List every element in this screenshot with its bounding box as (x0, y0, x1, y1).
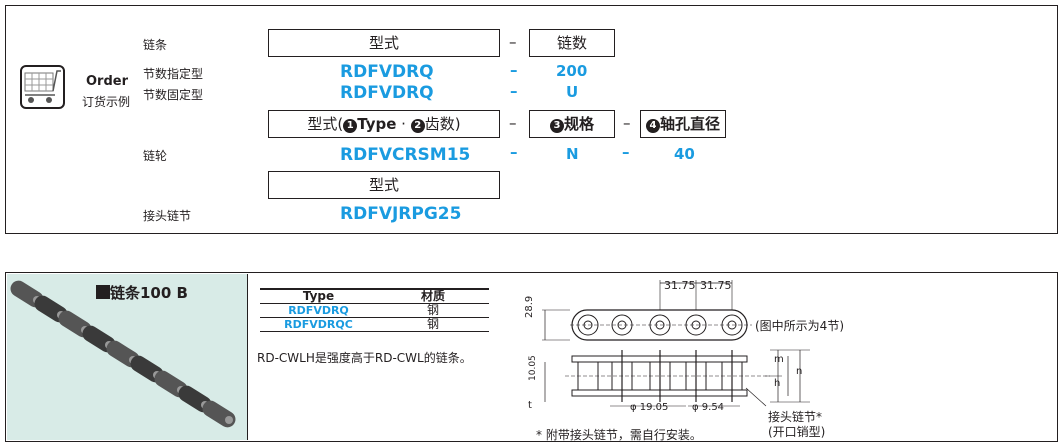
joint-link-label: 接头链节* (768, 410, 823, 424)
dim-pitch-2: 31.75 (700, 279, 732, 292)
dash: – (623, 114, 631, 132)
square-bullet-icon (96, 285, 110, 299)
dash: – (509, 33, 517, 51)
dash: – (510, 61, 518, 79)
code-link-fixed: RDFVDRQ (340, 83, 434, 103)
value-spec-n: N (566, 145, 579, 163)
strength-note: RD-CWLH是强度高于RD-CWL的链条。 (257, 351, 472, 365)
joint-link-type: (开口销型) (768, 425, 826, 439)
drawing-footnote: * 附带接头链节，需自行安装。 (536, 428, 702, 442)
circle-1-icon: 1 (343, 119, 358, 133)
table-row: RDFVDRQ 钢 (260, 303, 489, 318)
value-links-u: U (566, 83, 579, 101)
table-header-type: Type (260, 288, 377, 304)
dim-t: t (528, 400, 532, 411)
order-title-cn: 订货示例 (82, 95, 131, 109)
spec-title: 链条100 B (96, 282, 188, 303)
dash: – (509, 114, 517, 132)
row-label-chain: 链条 (143, 38, 168, 52)
code-link-specified: RDFVDRQ (340, 62, 434, 82)
circle-4-icon: 4 (645, 119, 660, 133)
frame-joint-type: 型式 (268, 171, 500, 199)
dim-width: 10.05 (528, 355, 538, 381)
frame-type: 型式 (268, 29, 500, 57)
material-table: Type 材质 RDFVDRQ 钢 RDFVDRQC 钢 (260, 288, 489, 332)
chain-photo (7, 274, 248, 440)
value-bore-40: 40 (674, 145, 695, 163)
row-label-joint-link: 接头链节 (143, 209, 192, 223)
dim-pitch-1: 31.75 (664, 279, 696, 292)
row-label-sprocket: 链轮 (143, 149, 168, 163)
dim-diameter-pin: φ 9.54 (692, 402, 725, 413)
dim-h: h (774, 378, 781, 389)
dash: – (510, 143, 518, 161)
chain-drawing: 31.75 31.75 28.9 10.05 t φ 19.05 φ 9.54 … (520, 278, 1050, 442)
dim-m: m (774, 354, 784, 365)
order-title-en: Order (86, 74, 128, 89)
dim-height: 28.9 (524, 295, 535, 318)
spec-panel (5, 272, 1058, 442)
shopping-cart-icon (20, 65, 65, 109)
dash: – (622, 143, 630, 161)
dim-diameter-roller: φ 19.05 (630, 402, 669, 413)
chain-pin-shape (225, 416, 233, 424)
row-label-link-specified: 节数指定型 (143, 67, 204, 81)
table-header-material: 材质 (377, 288, 489, 304)
code-joint-link: RDFVJRPG25 (340, 204, 462, 224)
row-label-link-fixed: 节数固定型 (143, 88, 204, 102)
dash: – (510, 82, 518, 100)
dim-n: n (796, 366, 803, 377)
code-sprocket: RDFVCRSM15 (340, 145, 471, 165)
circle-2-icon: 2 (410, 119, 425, 133)
table-row: RDFVDRQC 钢 (260, 317, 489, 332)
order-example-box (5, 5, 1058, 234)
value-links-200: 200 (556, 62, 588, 80)
drawing-caption: (图中所示为4节) (755, 319, 844, 333)
circle-3-icon: 3 (549, 119, 564, 133)
frame-links: 链数 (529, 29, 615, 57)
